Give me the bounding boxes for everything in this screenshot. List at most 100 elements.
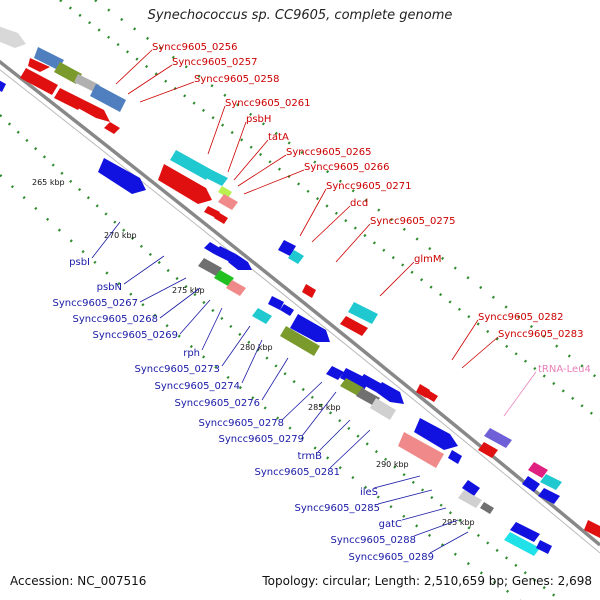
gene-feature[interactable] — [376, 382, 404, 404]
gene-label[interactable]: Syncc9605_0285 — [295, 503, 381, 514]
gene-feature[interactable] — [90, 84, 126, 112]
gene-label[interactable]: Syncc9605_0283 — [498, 329, 584, 340]
gene-feature[interactable] — [480, 502, 494, 514]
gene-feature[interactable] — [288, 250, 304, 264]
gene-feature[interactable] — [528, 462, 548, 478]
gene-feature[interactable] — [170, 150, 212, 180]
forward-leaders — [115, 49, 499, 369]
gene-feature[interactable] — [278, 240, 296, 256]
gene-feature[interactable] — [28, 58, 50, 72]
gene-label[interactable]: Syncc9605_0256 — [152, 42, 238, 53]
gene-label[interactable]: Syncc9605_0261 — [225, 98, 311, 109]
tick-label: 265 kbp — [32, 178, 65, 187]
gene-feature[interactable] — [358, 374, 382, 392]
gene-feature[interactable] — [226, 280, 246, 296]
gene-label[interactable]: gatC — [379, 519, 402, 530]
gene-feature[interactable] — [290, 314, 330, 342]
gene-feature[interactable] — [462, 480, 480, 496]
gene-label[interactable]: Syncc9605_0266 — [304, 162, 390, 173]
gene-feature[interactable] — [398, 432, 444, 468]
gene-label[interactable]: Syncc9605_0278 — [199, 418, 285, 429]
gene-feature[interactable] — [280, 326, 320, 356]
gene-feature[interactable] — [104, 122, 120, 134]
tick-label: 295 kbp — [442, 518, 475, 527]
gene-label[interactable]: psbH — [246, 114, 271, 125]
gene-feature[interactable] — [522, 476, 540, 492]
gene-feature[interactable] — [74, 74, 100, 93]
gene-feature[interactable] — [198, 258, 222, 276]
gene-feature[interactable] — [478, 442, 498, 458]
gene-label[interactable]: Syncc9605_0265 — [286, 147, 372, 158]
tick-label: 270 kbp — [104, 231, 137, 240]
gene-label[interactable]: psbI — [69, 257, 90, 268]
gene-feature[interactable] — [540, 474, 562, 490]
gene-label[interactable]: Syncc9605_0276 — [175, 398, 261, 409]
gene-label[interactable]: rph — [183, 348, 200, 359]
gene-label[interactable]: Syncc9605_0288 — [331, 535, 417, 546]
gene-feature[interactable] — [326, 366, 344, 380]
genome-backbone-inner — [0, 69, 600, 554]
gene-feature[interactable] — [218, 194, 238, 210]
gene-feature[interactable] — [340, 316, 368, 336]
gene-feature[interactable] — [370, 398, 396, 420]
gene-label[interactable]: Syncc9605_0275 — [370, 216, 456, 227]
gene-feature[interactable] — [252, 308, 272, 324]
gene-feature[interactable] — [228, 254, 252, 270]
gene-feature[interactable] — [206, 170, 228, 186]
gene-label[interactable]: Syncc9605_0273 — [135, 364, 221, 375]
gene-feature[interactable] — [538, 488, 560, 504]
gene-feature[interactable] — [448, 450, 462, 464]
gene-feature[interactable] — [458, 490, 482, 508]
gene-feature[interactable] — [268, 296, 284, 310]
gene-label[interactable]: glmM — [414, 254, 442, 265]
gene-label[interactable]: trmB — [298, 451, 323, 462]
gene-label[interactable]: Syncc9605_0257 — [172, 57, 258, 68]
gene-syncc9605-0256[interactable] — [0, 25, 26, 48]
gene-feature[interactable] — [20, 68, 58, 95]
gene-feature[interactable] — [414, 418, 458, 450]
gene-feature[interactable] — [584, 520, 600, 538]
gene-label[interactable]: Syncc9605_0269 — [93, 330, 179, 341]
gene-feature[interactable] — [204, 242, 220, 254]
accession-text: Accession: NC_007516 — [10, 574, 147, 588]
gene-feature[interactable] — [510, 522, 540, 542]
gene-feature[interactable] — [218, 186, 232, 198]
reverse-labels: psbI psbN Syncc9605_0267 Syncc9605_0268 … — [53, 257, 435, 563]
gene-label[interactable]: Syncc9605_0267 — [53, 298, 139, 309]
gene-label[interactable]: ileS — [360, 487, 378, 498]
gene-label[interactable]: dcd — [350, 198, 368, 209]
gene-label[interactable]: psbN — [97, 282, 122, 293]
gene-label[interactable]: Syncc9605_0279 — [219, 434, 305, 445]
tick-label: 290 kbp — [376, 460, 409, 469]
gene-feature[interactable] — [78, 100, 110, 122]
gene-feature[interactable] — [504, 532, 540, 556]
gene-feature[interactable] — [214, 212, 228, 224]
gene-feature[interactable] — [340, 378, 364, 396]
gene-label[interactable]: tatA — [268, 132, 289, 143]
gene-feature[interactable] — [214, 246, 236, 262]
gene-feature[interactable] — [98, 158, 146, 194]
gene-label[interactable]: Syncc9605_0271 — [326, 181, 412, 192]
trna-label[interactable]: tRNA-Leu4 — [538, 364, 591, 375]
gene-feature[interactable] — [214, 270, 234, 286]
gene-feature[interactable] — [484, 428, 512, 448]
gene-feature[interactable] — [158, 164, 212, 204]
gene-label[interactable]: Syncc9605_0282 — [478, 312, 564, 323]
gene-feature[interactable] — [0, 78, 6, 92]
gene-label[interactable]: Syncc9605_0289 — [349, 552, 435, 563]
gene-feature[interactable] — [54, 88, 84, 110]
tick-label: 275 kbp — [172, 286, 205, 295]
gene-feature[interactable] — [280, 304, 294, 316]
gene-feature[interactable] — [536, 540, 552, 554]
gene-label[interactable]: Syncc9605_0274 — [155, 381, 241, 392]
gene-feature[interactable] — [348, 302, 378, 324]
gene-feature[interactable] — [424, 390, 438, 402]
gene-feature[interactable] — [302, 284, 316, 298]
gene-label[interactable]: Syncc9605_0258 — [194, 74, 280, 85]
gene-feature[interactable] — [34, 47, 64, 70]
gene-label[interactable]: Syncc9605_0281 — [255, 467, 341, 478]
gene-label[interactable]: Syncc9605_0268 — [73, 314, 159, 325]
gene-feature[interactable] — [54, 62, 82, 84]
